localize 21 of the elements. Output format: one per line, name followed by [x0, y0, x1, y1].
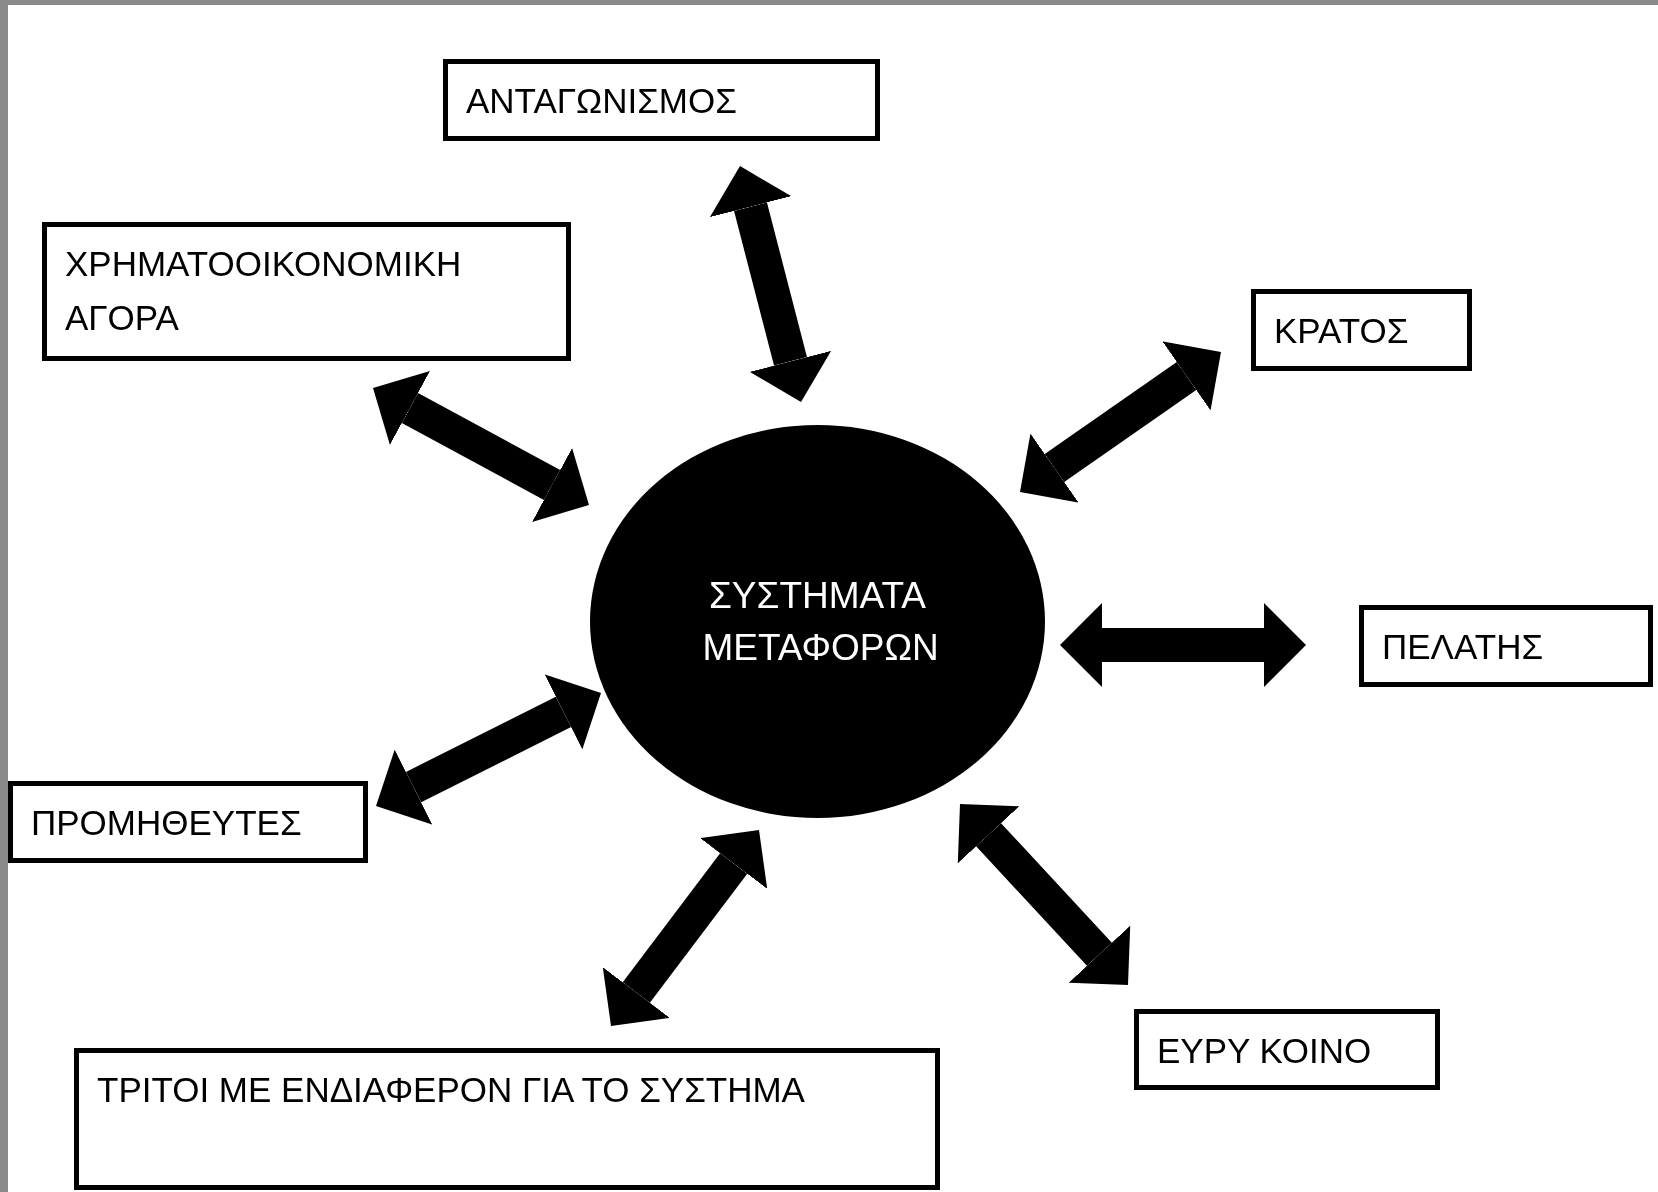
- text-box: [1134, 1009, 1440, 1090]
- node-label: ΧΡΗΜΑΤΟΟΙΚΟΝΟΜΙΚΗ ΑΓΟΡΑ: [65, 243, 463, 339]
- double-arrow: [1060, 603, 1306, 687]
- text-box: [1251, 289, 1472, 371]
- text-box: [74, 1048, 940, 1190]
- text-box: [1359, 605, 1653, 687]
- text-box: [443, 59, 880, 141]
- double-arrow: [957, 804, 1131, 985]
- double-arrow: [709, 166, 832, 402]
- double-arrow: [1020, 341, 1221, 503]
- node-label: ΠΕΛΑΤΗΣ: [1382, 626, 1544, 668]
- double-arrow: [602, 830, 768, 1026]
- node-label: ΠΡΟΜΗΘΕΥΤΕΣ: [31, 802, 302, 844]
- node-label: ΕΥΡΥ ΚΟΙΝΟ: [1157, 1030, 1372, 1072]
- node-label: ΚΡΑΤΟΣ: [1274, 310, 1409, 352]
- node-label: ΑΝΤΑΓΩΝΙΣΜΟΣ: [466, 80, 737, 122]
- node-label: ΤΡΙΤΟΙ ΜΕ ΕΝΔΙΑΦΕΡΟΝ ΓΙΑ ΤΟ ΣΥΣΤΗΜΑ: [97, 1069, 805, 1111]
- text-box: [42, 222, 571, 361]
- double-arrow: [373, 371, 589, 522]
- text-box: [8, 781, 368, 863]
- double-arrow: [376, 674, 601, 825]
